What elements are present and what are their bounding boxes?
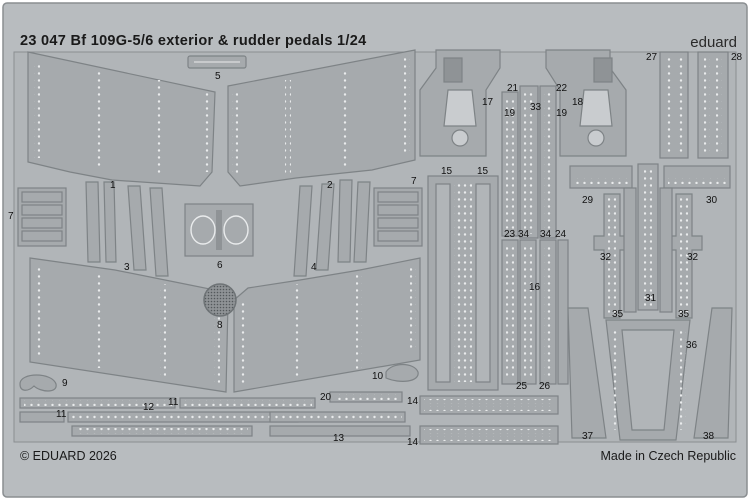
part-number-label: 7 [8,211,14,222]
part-number-label: 33 [530,102,542,113]
part-17-pedal [419,49,501,157]
part-10 [385,363,419,382]
part-number-label: 29 [582,195,594,206]
part-number-label: 25 [516,381,528,392]
part-29 [569,165,633,189]
part-number-label: 21 [507,83,519,94]
part-number-label: 11 [168,397,179,408]
part-1-panel [27,51,216,187]
part-18-pedal [545,49,627,157]
part-number-label: 22 [556,83,568,94]
part-9 [19,374,57,392]
part-number-label: 8 [217,320,223,331]
part-7-left [17,187,67,247]
part-14-strip-a [419,395,559,415]
part-number-label: 38 [703,431,715,442]
origin-text: Made in Czech Republic [600,449,737,463]
part-number-label: 18 [572,97,584,108]
part-number-label: 5 [215,71,221,82]
copyright-text: © EDUARD 2026 [20,449,117,463]
part-number-label: 28 [731,52,743,63]
part-number-label: 3 [124,262,130,273]
part-14-strip-b [419,425,559,445]
part-37 [567,307,607,439]
part-number-label: 23 [504,229,516,240]
part-35-left [623,187,637,313]
part-number-label: 12 [143,402,155,413]
part-4-strips [337,179,371,263]
part-number-label: 6 [217,260,223,271]
part-number-label: 35 [678,309,690,320]
part-number-label: 34 [518,229,530,240]
part-number-label: 31 [645,293,657,304]
part-number-label: 11 [56,409,67,420]
part-number-label: 32 [600,252,612,263]
part-number-label: 19 [556,108,568,119]
part-number-label: 24 [555,229,567,240]
part-number-label: 14 [407,396,419,407]
part-number-label: 35 [612,309,624,320]
part-number-label: 9 [62,378,68,389]
part-number-label: 15 [441,166,453,177]
part-number-label: 15 [477,166,489,177]
part-number-label: 34 [540,229,552,240]
part-number-label: 30 [706,195,718,206]
part-number-label: 36 [686,340,698,351]
part-2-panel [227,49,416,187]
part-7-right [373,187,423,247]
part-number-label: 1 [110,180,116,191]
part-3-strips [127,185,169,277]
part-4-panel [233,257,421,393]
part-number-label: 16 [529,282,541,293]
part-30 [663,165,731,189]
part-number-label: 14 [407,437,419,448]
part-number-label: 32 [687,252,699,263]
part-number-label: 19 [504,108,516,119]
part-2-strips [293,183,335,277]
part-number-label: 26 [539,381,551,392]
part-number-label: 10 [372,371,384,382]
part-38 [693,307,733,439]
part-number-label: 17 [482,97,494,108]
part-number-label: 37 [582,431,594,442]
part-8-mesh [203,283,237,317]
brand-logo-text: eduard [690,34,737,51]
part-28-strip [697,51,729,159]
part-number-label: 4 [311,262,317,273]
part-number-label: 20 [320,392,332,403]
part-1-strips [85,181,117,263]
part-number-label: 13 [333,433,345,444]
part-number-label: 27 [646,52,658,63]
part-number-label: 2 [327,180,333,191]
part-number-label: 7 [411,176,417,187]
sheet-title: 23 047 Bf 109G-5/6 exterior & rudder ped… [20,33,367,49]
